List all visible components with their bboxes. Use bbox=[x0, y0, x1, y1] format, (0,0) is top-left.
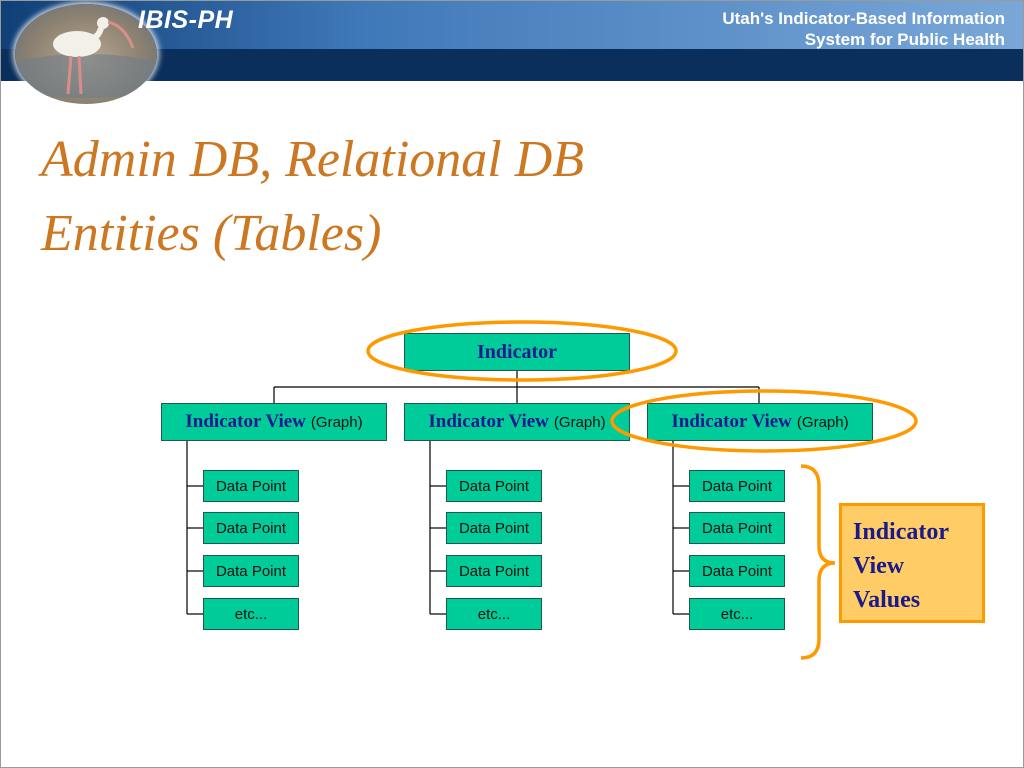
branch-1 bbox=[186, 441, 203, 615]
header-gradient-band bbox=[1, 1, 1023, 49]
etc-node: etc... bbox=[203, 598, 299, 630]
app-title: IBIS-PH bbox=[138, 6, 234, 34]
values-brace bbox=[800, 464, 836, 660]
indicator-view-label: Indicator View bbox=[671, 411, 792, 432]
data-point-node: Data Point bbox=[203, 512, 299, 544]
etc-node: etc... bbox=[446, 598, 542, 630]
branch-2 bbox=[429, 441, 446, 615]
indicator-view-sub: (Graph) bbox=[553, 413, 606, 431]
data-point-node: Data Point bbox=[203, 555, 299, 587]
callout-text: Indicator View Values bbox=[853, 519, 949, 613]
indicator-view-sub: (Graph) bbox=[796, 413, 849, 431]
data-point-node: Data Point bbox=[689, 555, 785, 587]
data-point-node: Data Point bbox=[446, 555, 542, 587]
indicator-view-label: Indicator View bbox=[185, 411, 306, 432]
header-base-band bbox=[1, 49, 1023, 81]
page-title-line-2: Entities (Tables) bbox=[41, 205, 382, 262]
etc-node: etc... bbox=[689, 598, 785, 630]
indicator-view-node-3: Indicator View(Graph) bbox=[647, 403, 873, 441]
data-point-node: Data Point bbox=[446, 512, 542, 544]
data-point-node: Data Point bbox=[203, 470, 299, 502]
indicator-view-label: Indicator View bbox=[428, 411, 549, 432]
branch-3 bbox=[672, 441, 689, 615]
data-point-node: Data Point bbox=[689, 470, 785, 502]
indicator-view-values-callout: Indicator View Values bbox=[839, 503, 985, 623]
indicator-view-node-1: Indicator View(Graph) bbox=[161, 403, 387, 441]
data-point-node: Data Point bbox=[446, 470, 542, 502]
ibis-bird-icon bbox=[15, 4, 157, 104]
data-point-node: Data Point bbox=[689, 512, 785, 544]
page-title-line-1: Admin DB, Relational DB bbox=[41, 131, 585, 188]
indicator-node: Indicator bbox=[404, 333, 630, 371]
indicator-view-node-2: Indicator View(Graph) bbox=[404, 403, 630, 441]
subtitle-line-2: System for Public Health bbox=[804, 30, 1005, 49]
app-subtitle: Utah's Indicator-Based Information Syste… bbox=[722, 8, 1005, 50]
indicator-view-sub: (Graph) bbox=[310, 413, 363, 431]
subtitle-line-1: Utah's Indicator-Based Information bbox=[722, 9, 1005, 28]
page-title: Admin DB, Relational DB Entities (Tables… bbox=[41, 123, 941, 271]
header-banner: IBIS-PH Utah's Indicator-Based Informati… bbox=[1, 1, 1023, 104]
